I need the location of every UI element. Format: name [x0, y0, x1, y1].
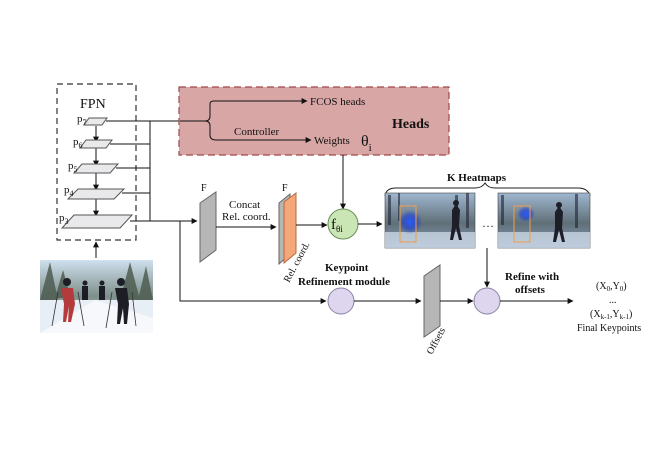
fpn-label-p3: p3 [59, 212, 69, 226]
fpn-label-p7: p7 [77, 113, 87, 127]
heatmap-image-2 [497, 192, 591, 249]
refine-offsets-line2: offsets [515, 284, 546, 296]
refinement-label-line1: Keypoint [325, 262, 369, 274]
feature-F-label: F [201, 183, 207, 194]
heatmaps-ellipsis: … [482, 216, 494, 230]
input-image-skiers [40, 260, 153, 333]
refine-offsets-line1: Refine with [505, 271, 559, 283]
keypoint-dots: ... [609, 295, 617, 306]
heatmaps-brace [384, 182, 591, 197]
keypoint-first: (X0,Y0) [596, 281, 627, 293]
rel-coord-channel [283, 192, 297, 265]
keypoint-last: (Xk-1,Yk-1) [590, 309, 632, 321]
fpn-level-p3 [60, 214, 134, 229]
concat-label: Concat [229, 199, 260, 211]
arrow-to-fcos [180, 98, 308, 122]
theta-symbol: θi [361, 133, 372, 154]
offsets-map [423, 264, 441, 338]
final-keypoints: (X0,Y0) ... (Xk-1,Yk-1) Final Keypoints [577, 281, 641, 334]
final-keypoints-caption: Final Keypoints [577, 323, 641, 334]
fcos-heads-label: FCOS heads [310, 96, 365, 108]
fpn-level-p4 [66, 188, 126, 200]
feature-map-F [199, 191, 217, 263]
fpn-to-heads-lines [106, 120, 180, 222]
feature-F2-label: F [282, 183, 288, 194]
refine-with-offsets-node [473, 287, 501, 315]
refinement-label-line2: Refinement module [298, 276, 390, 288]
fpn-level-p7 [83, 117, 108, 126]
heads-box [178, 86, 450, 156]
fpn-level-p6 [79, 139, 113, 149]
arrow-to-weights [204, 120, 312, 143]
fpn-label-p6: p6 [73, 136, 83, 150]
fpn-label-p5: p5 [68, 160, 78, 174]
concat-relcoord-label: Rel. coord. [222, 211, 271, 223]
heatmap-image-1 [384, 192, 476, 249]
dynamic-conv-label: fθi [331, 217, 343, 234]
weights-label: Weights [314, 135, 350, 147]
heads-title: Heads [392, 117, 430, 132]
controller-label: Controller [234, 126, 280, 138]
heatmaps-title: K Heatmaps [447, 172, 507, 184]
fpn-box [56, 83, 137, 241]
fpn-title: FPN [80, 97, 106, 112]
arrow-to-refinement [179, 221, 327, 304]
fpn-level-p5 [72, 163, 120, 174]
keypoint-refinement-node [327, 287, 355, 315]
fpn-label-p4: p4 [64, 184, 74, 198]
